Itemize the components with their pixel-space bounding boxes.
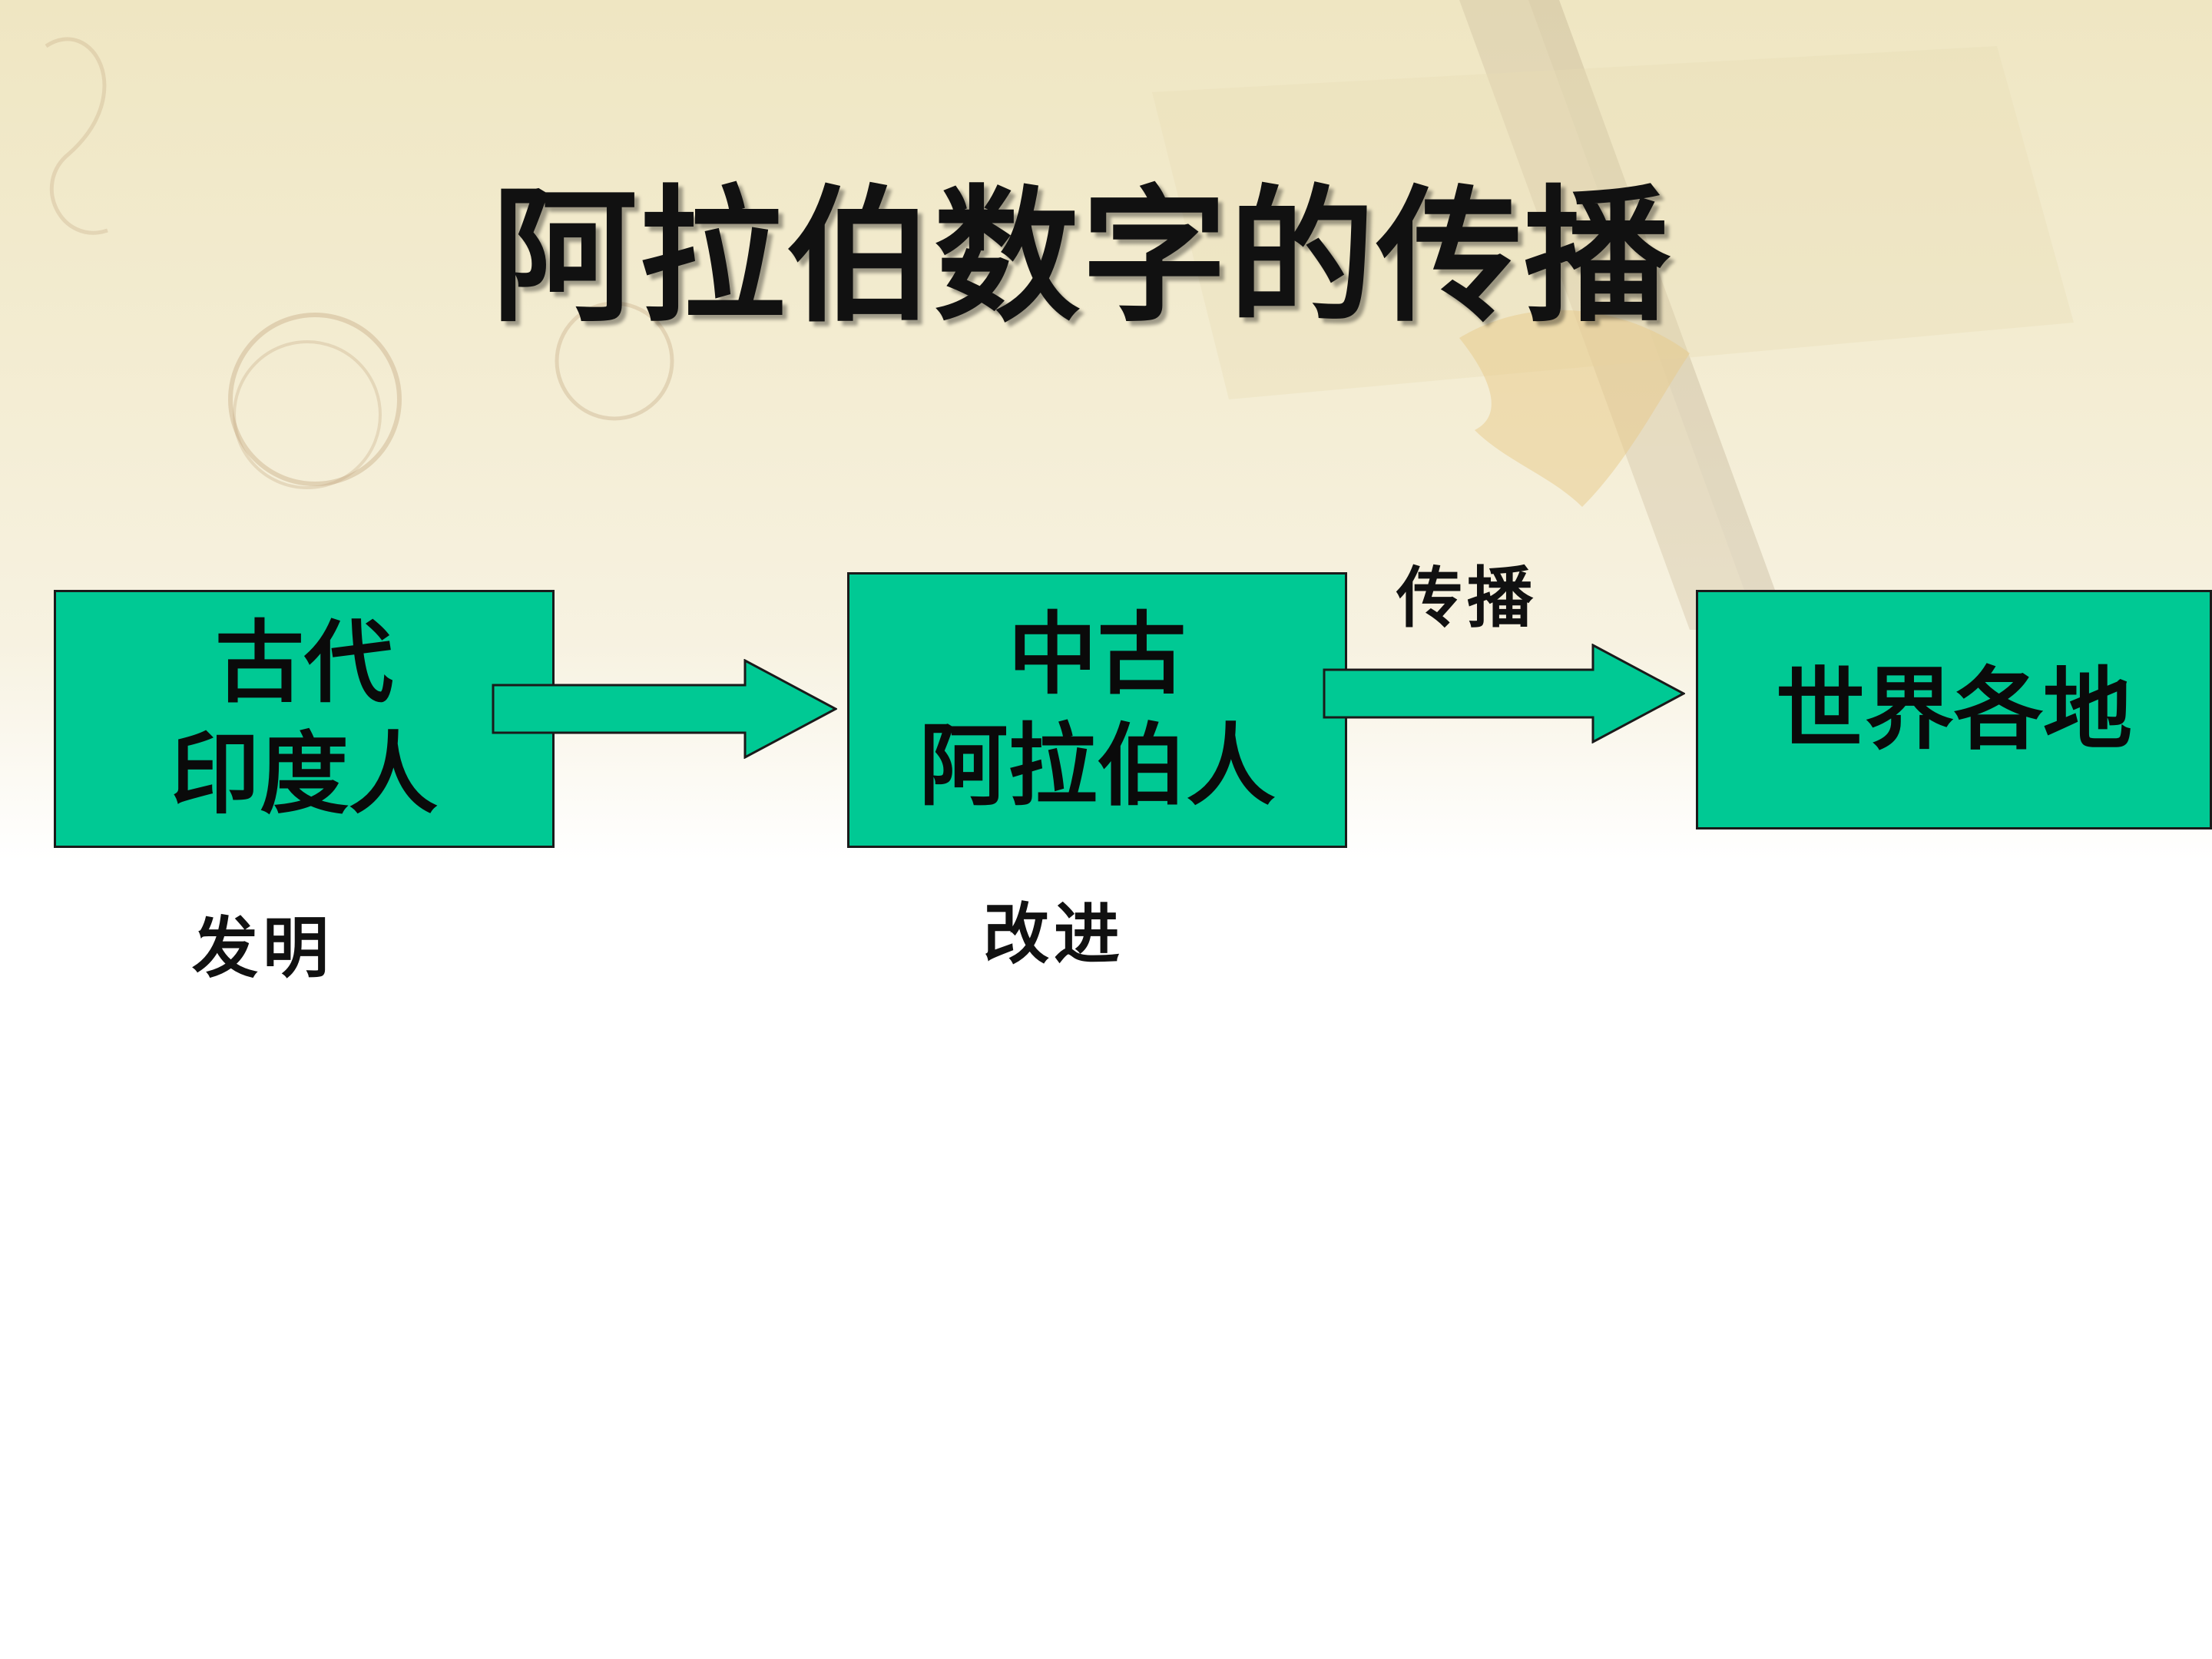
arrow-arab-to-world [1323, 644, 1685, 743]
box-medieval-arab-line1: 中古 [1008, 601, 1187, 707]
box-world-line1: 世界各地 [1776, 657, 2132, 762]
box-ancient-india: 古代 印度人 [54, 590, 555, 848]
label-spread: 传播 [1396, 559, 1538, 637]
slide-title: 阿拉伯数字的传播 [492, 171, 1672, 342]
arrow-india-to-arab [492, 659, 837, 759]
box-ancient-india-line1: 古代 [215, 611, 393, 715]
box-medieval-arab: 中古 阿拉伯人 [847, 572, 1347, 848]
box-medieval-arab-line2: 阿拉伯人 [919, 713, 1276, 818]
label-invent: 发明 [192, 909, 333, 987]
box-world: 世界各地 [1696, 590, 2212, 830]
box-ancient-india-line2: 印度人 [171, 722, 438, 826]
background-decoration [45, 0, 2074, 630]
label-improve: 改进 [983, 896, 1124, 973]
